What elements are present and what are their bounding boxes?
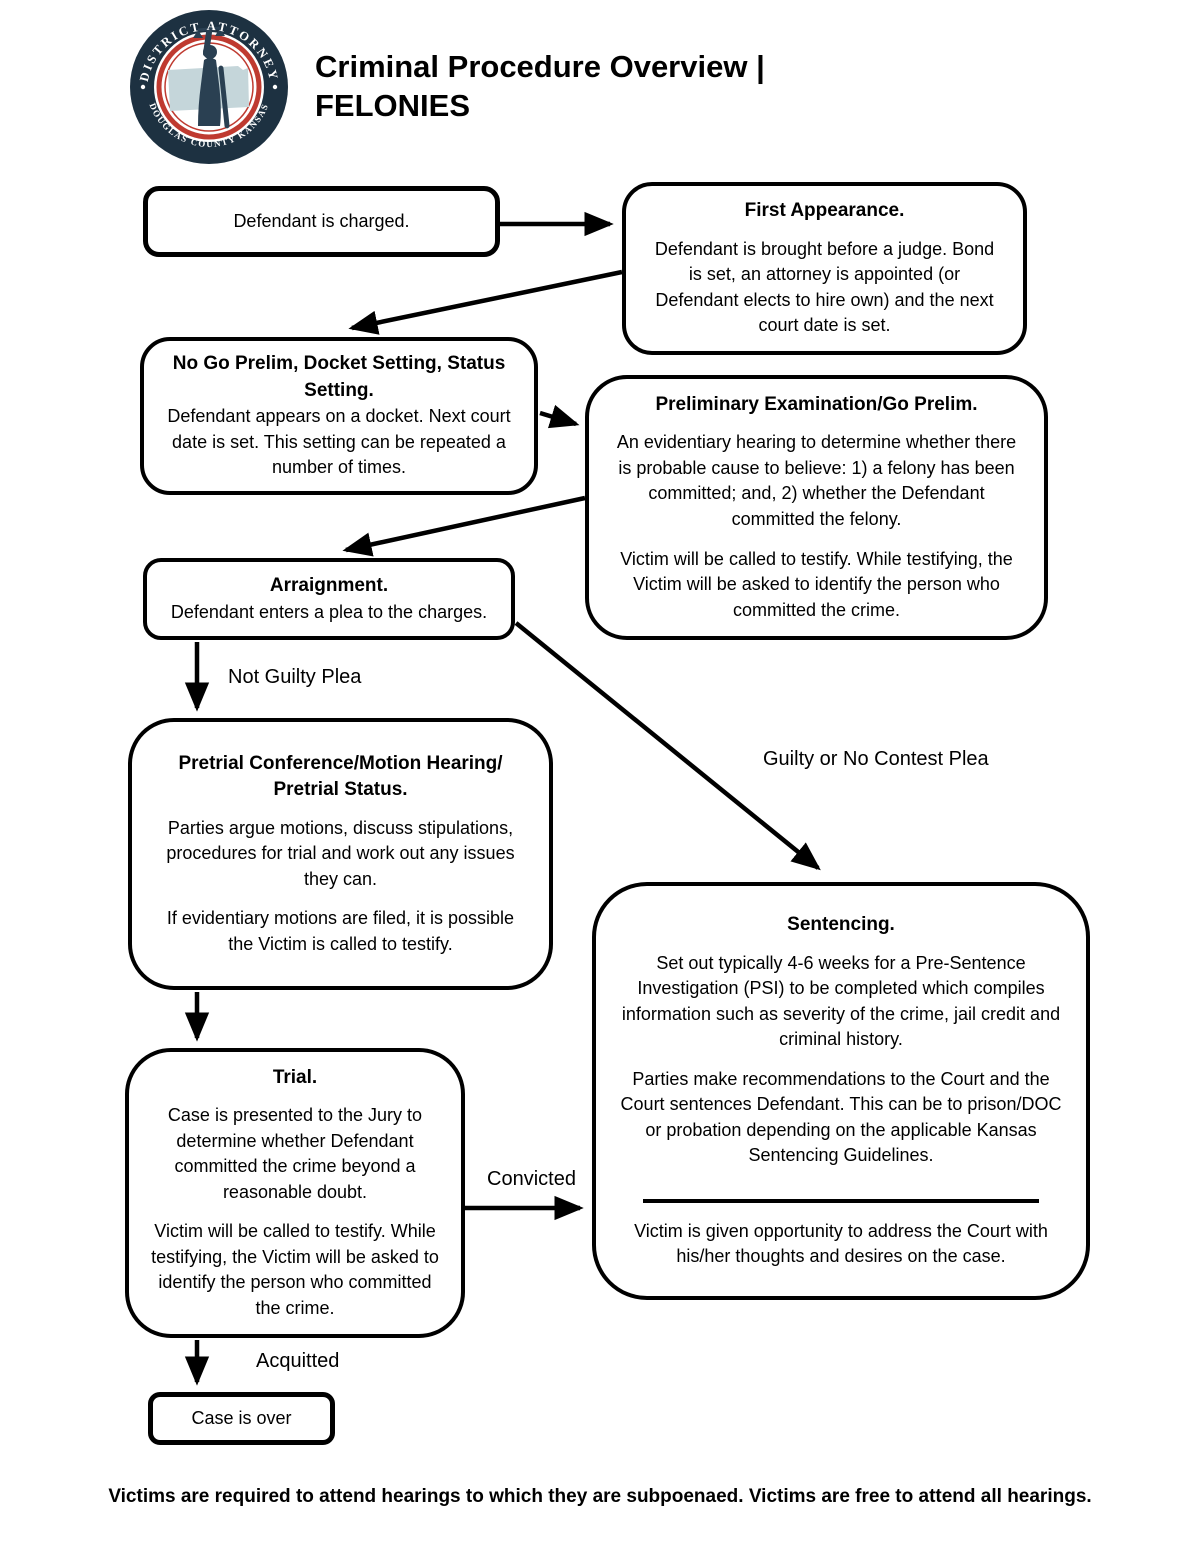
node-preliminary-examination-body1: An evidentiary hearing to determine whet… [616,432,1017,530]
seal-side-dot-left [140,84,146,90]
lady-justice-icon [193,26,230,129]
node-sentencing-body2: Parties make recommendations to the Cour… [620,1068,1062,1166]
node-defendant-charged-text: Defendant is charged. [233,210,410,231]
footer-note: Victims are required to attend hearings … [108,1486,1092,1507]
node-sentencing-title: Sentencing. [787,913,895,935]
node-pretrial-conference-body2: If evidentiary motions are filed, it is … [166,908,515,954]
seal-side-dot-right [272,84,278,90]
node-no-go-prelim-body: Defendant appears on a docket. Next cour… [167,406,511,478]
arrow-no-go-prelim-to-prelim-exam [539,404,580,429]
node-sentencing: Sentencing. Set out typically 4-6 weeks … [592,882,1090,1300]
node-arraignment-body: Defendant enters a plea to the charges. [170,601,488,622]
node-first-appearance-body: Defendant is brought before a judge. Bon… [654,238,995,336]
edge-label-convicted: Convicted [487,1168,576,1190]
node-case-is-over-text: Case is over [191,1407,292,1428]
node-arraignment: Arraignment. Defendant enters a plea to … [143,558,515,640]
node-pretrial-conference-body1: Parties argue motions, discuss stipulati… [166,817,515,889]
node-sentencing-body3: Victim is given opportunity to address t… [634,1220,1048,1267]
arrow-arraignment-to-sentencing [514,621,821,871]
node-sentencing-body1: Set out typically 4-6 weeks for a Pre-Se… [621,952,1061,1050]
node-no-go-prelim-title: No Go Prelim, Docket Setting, Status Set… [172,353,506,401]
node-preliminary-examination: Preliminary Examination/Go Prelim. An ev… [585,375,1048,640]
node-trial-title: Trial. [272,1066,318,1088]
node-case-is-over: Case is over [148,1392,335,1445]
sentencing-divider [643,1198,1039,1203]
node-pretrial-conference: Pretrial Conference/Motion Hearing/ Pret… [128,718,553,990]
node-trial-body1: Case is presented to the Jury to determi… [167,1105,423,1202]
node-no-go-prelim: No Go Prelim, Docket Setting, Status Set… [140,337,538,495]
edge-label-not-guilty-plea: Not Guilty Plea [228,666,362,688]
page-title: Criminal Procedure Overview | FELONIES [315,48,1035,126]
node-pretrial-conference-title: Pretrial Conference/Motion Hearing/ Pret… [178,752,503,801]
edge-label-acquitted: Acquitted [256,1350,340,1372]
node-defendant-charged: Defendant is charged. [143,186,500,257]
node-trial: Trial. Case is presented to the Jury to … [125,1048,465,1338]
arrow-prelim-exam-to-arraignment [342,495,586,557]
edge-label-guilty-or-no-contest-plea: Guilty or No Contest Plea [763,748,989,770]
node-preliminary-examination-title: Preliminary Examination/Go Prelim. [655,393,978,415]
node-arraignment-title: Arraignment. [269,574,389,596]
node-first-appearance-title: First Appearance. [744,200,905,222]
node-first-appearance: First Appearance. Defendant is brought b… [622,182,1027,355]
page-title-line2: FELONIES [315,87,471,123]
node-trial-body2: Victim will be called to testify. While … [151,1221,439,1318]
page-title-line1: Criminal Procedure Overview | [315,49,765,84]
district-attorney-seal-logo: DISTRICT ATTORNEY DOUGLAS COUNTY KANSAS [130,10,288,164]
node-preliminary-examination-body2: Victim will be called to testify. While … [620,548,1013,620]
arrow-first-appearance-to-no-go-prelim [348,269,623,335]
